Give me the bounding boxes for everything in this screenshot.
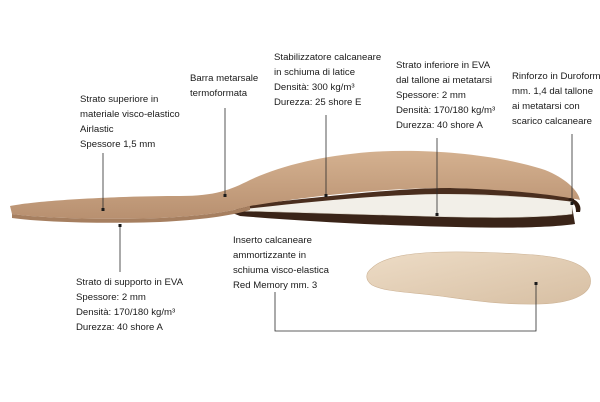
dot-support-layer — [118, 224, 122, 227]
duroform-line-2: mm. 1,4 dal tallone — [512, 86, 594, 97]
dot-eva-lower — [435, 213, 439, 216]
dot-heel-insert — [534, 282, 538, 285]
leader-dots — [101, 194, 574, 285]
support-layer-line-2: Spessore: 2 mm — [76, 292, 146, 303]
label-heel-stabilizer: Stabilizzatore calcaneare in schiuma di … — [274, 50, 381, 110]
eva-lower-line-1: Strato inferiore in EVA — [396, 60, 491, 71]
heel-stabilizer-line-2: in schiuma di latice — [274, 67, 356, 78]
upper-dark-edge — [232, 188, 574, 210]
heel-stabilizer-line-1: Stabilizzatore calcaneare — [274, 52, 382, 63]
heel-insert-line-4: Red Memory mm. 3 — [233, 280, 318, 291]
label-heel-insert: Inserto calcaneare ammortizzante in schi… — [233, 233, 329, 293]
dot-top-layer — [101, 208, 105, 211]
eva-lower-line-5: Durezza: 40 shore A — [396, 120, 483, 131]
heel-stabilizer-line-4: Durezza: 25 shore E — [274, 97, 362, 108]
heel-insert-line-1: Inserto calcaneare — [233, 235, 312, 246]
heel-insert-line-3: schiuma visco-elastica — [233, 265, 329, 276]
dot-met-bar — [223, 194, 227, 197]
duroform-line-3: ai metatarsi con — [512, 101, 580, 112]
forefoot-edge — [12, 206, 250, 223]
leader-heel-insert — [274, 284, 537, 332]
heel-cap — [568, 198, 581, 212]
top-layer-line-2: materiale visco-elastico — [80, 109, 180, 120]
top-layer-line-4: Spessore 1,5 mm — [80, 139, 156, 150]
duroform-line-4: scarico calcaneare — [512, 116, 592, 127]
label-eva-lower: Strato inferiore in EVA dal tallone ai m… — [396, 58, 495, 133]
heel-stabilizer-line-3: Densità: 300 kg/m³ — [274, 82, 355, 93]
insole-side-view — [10, 150, 581, 228]
top-leather-surface — [10, 150, 580, 219]
top-layer-line-3: Airlastic — [80, 124, 114, 135]
support-layer-line-3: Densità: 170/180 kg/m³ — [76, 307, 176, 318]
insole-bottom-view — [366, 251, 591, 305]
eva-lower-line-4: Densità: 170/180 kg/m³ — [396, 105, 496, 116]
label-top-layer: Strato superiore in materiale visco-elas… — [80, 92, 180, 152]
top-layer-line-1: Strato superiore in — [80, 94, 159, 105]
heel-insert-line-2: ammortizzante in — [233, 250, 307, 261]
label-duroform: Rinforzo in Duroform mm. 1,4 dal tallone… — [512, 69, 600, 129]
support-layer-line-1: Strato di supporto in EVA — [76, 277, 184, 288]
eva-lower-line-3: Spessore: 2 mm — [396, 90, 466, 101]
duroform-line-1: Rinforzo in Duroform — [512, 71, 600, 82]
support-layer-line-4: Durezza: 40 shore A — [76, 322, 163, 333]
eva-lower-line-2: dal tallone ai metatarsi — [396, 75, 492, 86]
dot-heel-stabilizer — [324, 194, 328, 197]
leader-lines — [102, 108, 573, 332]
met-bar-line-2: termoformata — [190, 88, 248, 99]
dot-duroform — [570, 202, 574, 205]
met-bar-line-1: Barra metarsale — [190, 73, 259, 84]
label-met-bar: Barra metarsale termoformata — [190, 71, 258, 101]
label-support-layer: Strato di supporto in EVA Spessore: 2 mm… — [76, 275, 183, 335]
